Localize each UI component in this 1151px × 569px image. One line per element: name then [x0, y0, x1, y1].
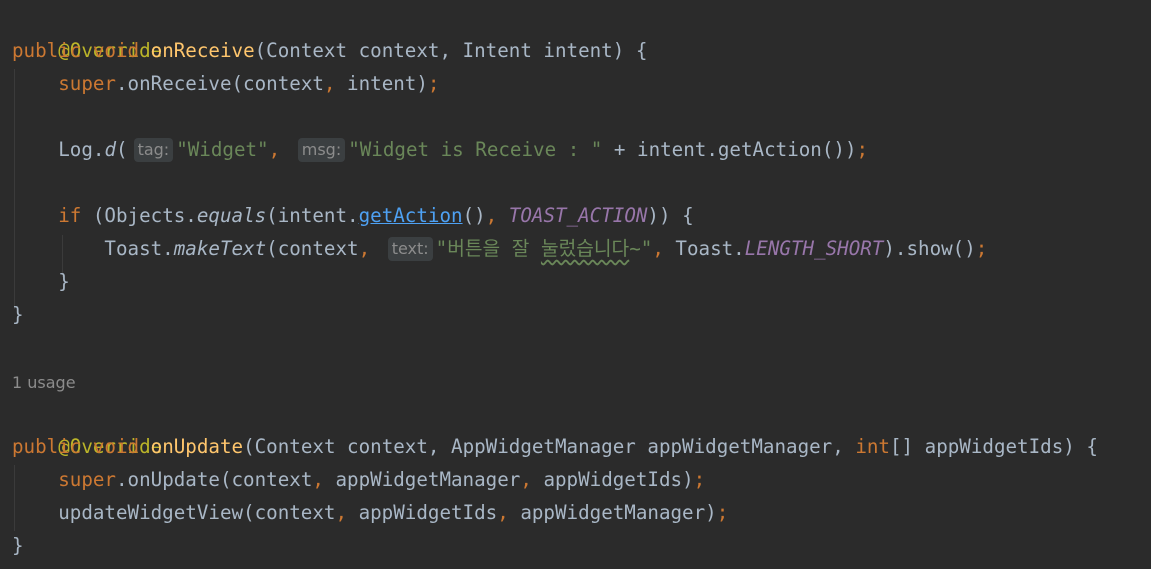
code-line-1[interactable]: @Override — [12, 1, 162, 62]
toast-prefix: Toast. — [104, 237, 174, 260]
string-korean-close: ~" — [629, 237, 653, 260]
code-line-13[interactable]: public void onUpdate(Context context, Ap… — [12, 430, 1098, 463]
code-line-8[interactable]: Toast.makeText(context, text:"버튼을 잘 눌렀습니… — [12, 232, 987, 265]
comma: , — [358, 237, 371, 260]
method-getaction-link[interactable]: getAction — [358, 204, 463, 227]
keyword-public: public — [12, 39, 82, 62]
code-line-5[interactable]: Log.d(tag:"Widget", msg:"Widget is Recei… — [12, 133, 868, 166]
param-hint-msg: msg: — [297, 137, 346, 162]
constant-toast-action: TOAST_ACTION — [508, 204, 648, 227]
keyword-int: int — [855, 435, 890, 458]
onupdate-params-a: (Context context, AppWidgetManager appWi… — [243, 435, 856, 458]
keyword-void: void — [92, 39, 140, 62]
close-brace: } — [12, 534, 24, 557]
semicolon: ; — [427, 72, 440, 95]
semicolon: ; — [856, 138, 869, 161]
semicolon: ; — [693, 468, 706, 491]
constant-length-short: LENGTH_SHORT — [744, 237, 884, 260]
comma: , — [323, 72, 336, 95]
keyword-super: super — [58, 468, 116, 491]
onreceive-params: (Context context, Intent intent) { — [254, 39, 648, 62]
keyword-if: if — [58, 204, 82, 227]
semicolon: ; — [716, 501, 729, 524]
method-log-d: d — [104, 138, 116, 161]
code-line-2[interactable]: public void onReceive(Context context, I… — [12, 34, 647, 67]
update-arg-ids: appWidgetIds — [347, 501, 498, 524]
string-korean-open: "버튼을 잘 — [435, 237, 541, 260]
toast-show: ).show() — [883, 237, 976, 260]
update-arg-manager: appWidgetManager) — [508, 501, 717, 524]
toast-context: (context — [266, 237, 359, 260]
usage-hint[interactable]: 1 usage — [12, 373, 76, 392]
open-paren: ( — [116, 138, 128, 161]
super-onupdate-call: .onUpdate(context — [115, 468, 313, 491]
super-onreceive-call: .onReceive(context — [115, 72, 324, 95]
close-brace: } — [58, 270, 70, 293]
string-korean-typo[interactable]: 눌렀습니다 — [540, 237, 630, 260]
if-tail-paren: () — [462, 204, 486, 227]
keyword-void: void — [92, 435, 140, 458]
indent-guide-if — [62, 235, 63, 277]
close-brace: } — [12, 303, 24, 326]
code-line-16[interactable]: } — [12, 529, 24, 562]
onupdate-arg-manager: appWidgetManager — [323, 468, 521, 491]
code-line-10[interactable]: } — [12, 298, 24, 331]
log-prefix: Log. — [58, 138, 105, 161]
toast-class: Toast. — [663, 237, 745, 260]
comma: , — [268, 138, 281, 161]
param-hint-tag: tag: — [133, 137, 174, 162]
annotation-override: @Override — [58, 39, 163, 62]
method-onupdate: onUpdate — [150, 435, 244, 458]
super-onreceive-rest: intent) — [335, 72, 428, 95]
if-objects: (Objects. — [81, 204, 197, 227]
method-equals: equals — [196, 204, 267, 227]
string-widget-is-receive: "Widget is Receive : " — [348, 138, 603, 161]
keyword-super: super — [58, 72, 116, 95]
comma: , — [652, 237, 664, 260]
code-line-7[interactable]: if (Objects.equals(intent.getAction(), T… — [12, 199, 694, 232]
method-maketext: makeText — [173, 237, 267, 260]
indent-guide-onupdate — [14, 465, 15, 531]
code-line-9[interactable]: } — [12, 265, 70, 298]
keyword-public: public — [12, 435, 82, 458]
onupdate-arg-ids: appWidgetIds) — [531, 468, 694, 491]
param-hint-text: text: — [387, 236, 433, 261]
log-tail: + intent.getAction()) — [602, 138, 857, 161]
comma: , — [485, 204, 498, 227]
method-onreceive: onReceive — [150, 39, 255, 62]
indent-guide-onreceive — [14, 69, 15, 309]
code-line-15[interactable]: updateWidgetView(context, appWidgetIds, … — [12, 496, 728, 529]
comma: , — [520, 468, 532, 491]
if-close: )) { — [647, 204, 694, 227]
semicolon: ; — [975, 237, 988, 260]
onupdate-params-b: [] appWidgetIds) { — [889, 435, 1098, 458]
code-line-14[interactable]: super.onUpdate(context, appWidgetManager… — [12, 463, 705, 496]
if-intent: (intent. — [266, 204, 359, 227]
comma: , — [497, 501, 509, 524]
comma: , — [312, 468, 324, 491]
update-widget-view-call: updateWidgetView(context — [58, 501, 336, 524]
code-line-3[interactable]: super.onReceive(context, intent); — [12, 67, 439, 100]
annotation-override: @Override — [58, 435, 163, 458]
code-line-12[interactable]: @Override — [12, 397, 162, 458]
string-widget: "Widget" — [176, 138, 269, 161]
comma: , — [335, 501, 348, 524]
